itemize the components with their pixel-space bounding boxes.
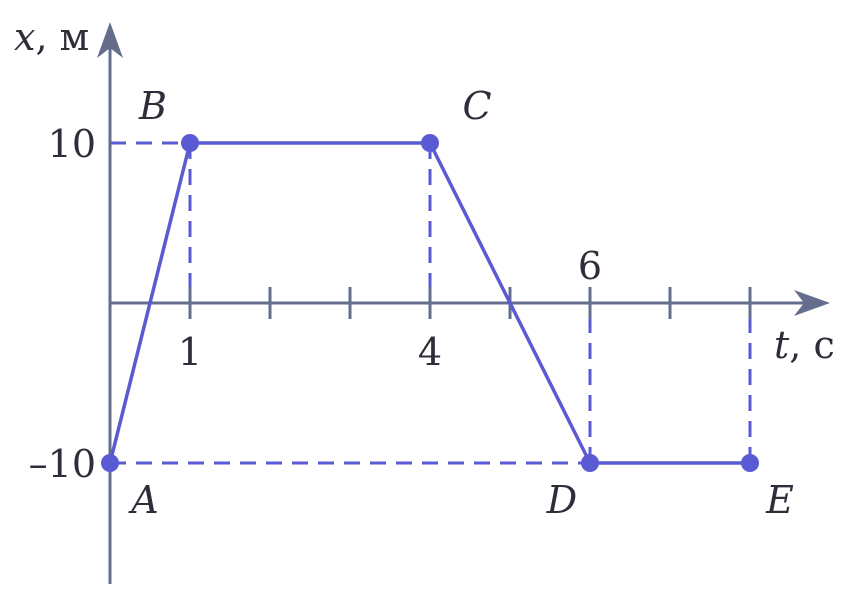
y-axis-label: x, м (14, 15, 89, 59)
axes (97, 22, 830, 584)
point-label-B: B (138, 84, 167, 128)
x-axis-arrow-icon (97, 22, 123, 58)
point-label-D: D (546, 478, 577, 522)
x-axis-label: t, с (774, 323, 835, 367)
point-D (581, 454, 599, 472)
t-tick-label-4: 4 (418, 330, 442, 374)
t-tick-label-6: 6 (578, 244, 602, 288)
point-label-E: E (765, 478, 794, 522)
t-axis-ticks (188, 287, 752, 319)
point-label-A: A (128, 478, 158, 522)
point-E (741, 454, 759, 472)
point-B (181, 134, 199, 152)
point-A (101, 454, 119, 472)
dashed-guide-lines (110, 141, 752, 465)
labels: x, м t, с A B C D E 1 4 6 10 –10 (14, 15, 835, 522)
point-C (421, 134, 439, 152)
point-label-C: C (462, 84, 491, 128)
x-tick-label-minus-10: –10 (29, 442, 96, 486)
t-axis-arrow-icon (794, 290, 830, 316)
data-points (101, 134, 759, 472)
x-tick-label-10: 10 (48, 122, 96, 166)
t-tick-label-1: 1 (178, 330, 202, 374)
